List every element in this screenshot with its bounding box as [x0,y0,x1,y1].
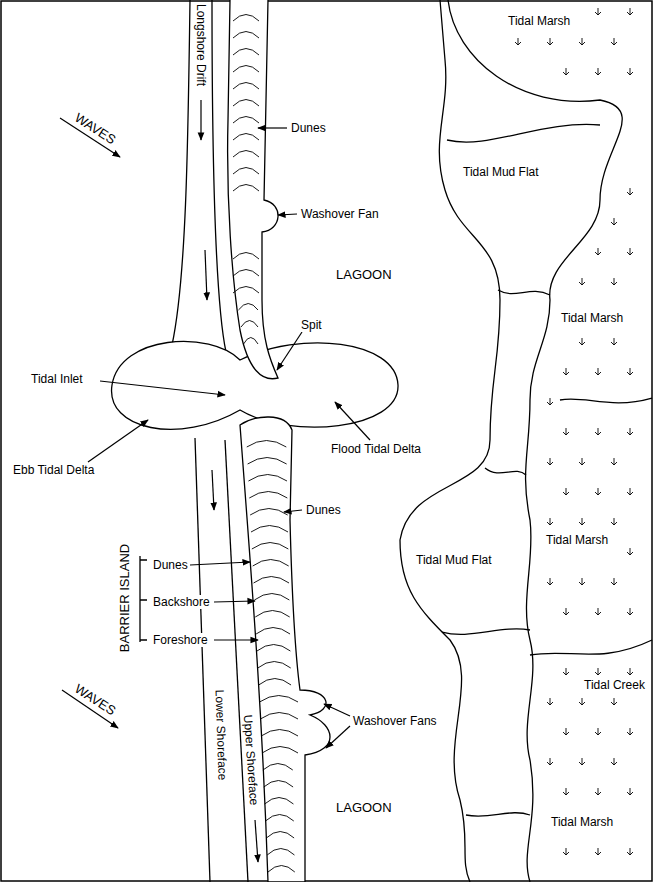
tidal-creek [466,813,530,817]
drift-channel [172,0,190,345]
map-label: Lower Shoreface [212,688,229,781]
barrier-bracket [140,556,147,642]
leader-line [277,332,302,370]
map-label: WAVES [71,110,118,148]
drift-arrow [212,470,214,510]
leader-line [214,639,258,640]
tidal-creek [447,124,600,142]
shoreface-line [195,438,210,882]
map-label: Flood Tidal Delta [330,442,422,456]
map-label: Longshore Drift [194,3,208,87]
marsh-marks [515,8,633,855]
tidal-creek [485,468,526,475]
map-label: Foreshore [152,633,209,647]
drift-channel [212,0,226,352]
map-label: LAGOON [335,801,393,815]
tidal-creek [560,398,652,403]
map-label: Ebb Tidal Delta [12,463,95,477]
south-barrier-island [240,417,330,882]
leader-line [258,127,287,128]
map-label: Tidal Creek [583,678,646,692]
leader-line [324,704,350,716]
leader-line [284,510,302,512]
map-label: Dunes [290,121,327,135]
map-label: Tidal Marsh [550,815,614,829]
leader-line [100,381,225,395]
map-label: LAGOON [335,268,393,282]
map-label: Dunes [305,503,342,517]
map-label: BARRIER ISLAND [118,543,132,653]
leader-line [214,601,255,602]
map-label: Tidal Marsh [545,533,609,547]
leader-line [278,214,297,215]
map-label: Tidal Marsh [560,311,624,325]
leader-line [190,562,250,565]
dune-marks [233,15,298,873]
tidal-creek [442,629,530,634]
drift-arrow [255,820,258,862]
map-label: Spit [300,318,323,332]
drift-arrow [200,100,201,140]
tidal-creek [530,640,652,655]
map-label: Tidal Inlet [30,372,84,386]
map-label: Washover Fan [300,207,380,221]
map-label: Tidal Mud Flat [462,165,540,179]
map-label: Backshore [152,595,211,609]
shoreface-line [225,440,248,882]
north-barrier-island [228,0,278,379]
leader-line [88,420,148,462]
tidal-creek [498,290,550,295]
map-label: Dunes [152,558,189,572]
marsh-boundary [448,0,622,882]
leader-line [335,402,370,440]
map-label: Tidal Marsh [507,14,571,28]
map-label: WAVES [71,681,118,719]
map-label: Tidal Mud Flat [415,553,493,567]
leader-line [326,726,350,748]
map-label: Washover Fans [352,714,438,728]
drift-arrow [205,250,207,300]
lagoon-shore [400,0,500,882]
